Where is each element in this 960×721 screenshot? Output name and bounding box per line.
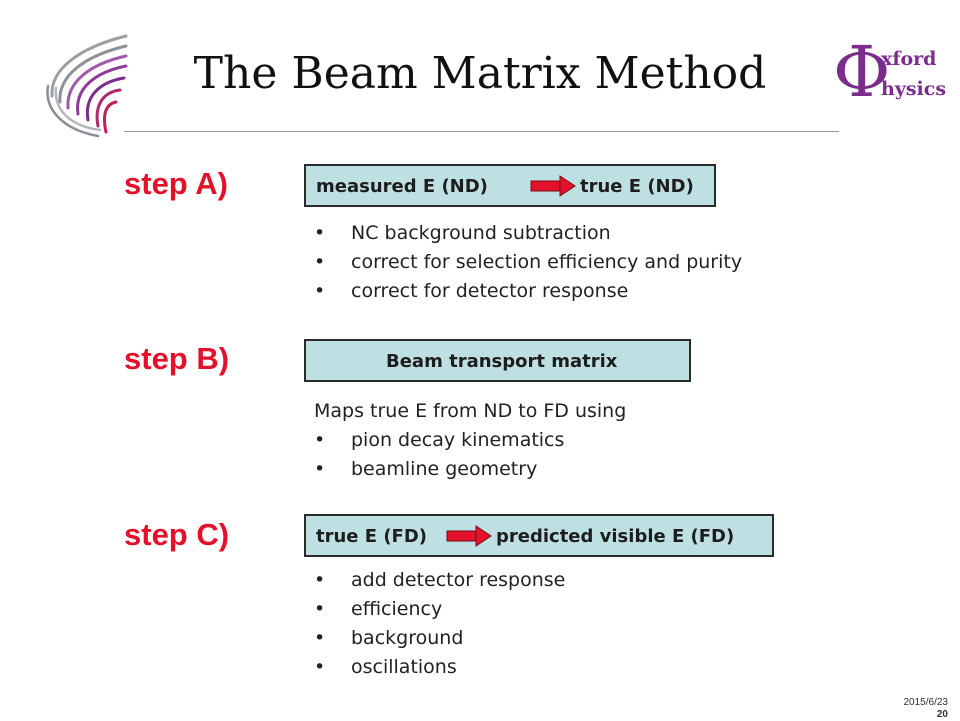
slide-title: The Beam Matrix Method [193,48,767,99]
logo-line-physics: hysics [881,78,947,100]
step-c-box: true E (FD) predicted visible E (FD) [304,514,774,557]
arrow-right-icon [530,175,576,197]
footer-date: 2015/6/23 [903,697,949,708]
step-c-box-right: predicted visible E (FD) [496,526,735,547]
step-b-box: Beam transport matrix [304,339,691,382]
step-c-label: step C) [124,517,230,552]
step-a-bullets: NC background subtraction correct for se… [314,219,874,306]
step-b-label: step B) [124,341,230,376]
slide-footer: 2015/6/23 20 [904,697,949,721]
oxford-physics-logo: Φ xford hysics [833,32,953,120]
list-item: correct for selection efficiency and pur… [314,248,874,277]
phi-symbol: Φ [833,31,891,113]
title-divider [124,131,839,132]
list-item: background [314,624,874,653]
step-a-box-right: true E (ND) [580,176,694,197]
step-a-label: step A) [124,166,228,201]
list-item: add detector response [314,566,874,595]
step-c-bullets: add detector response efficiency backgro… [314,566,874,682]
step-a-box-left: measured E (ND) [316,176,488,197]
list-item: pion decay kinematics [314,426,874,455]
step-a-box: measured E (ND) true E (ND) [304,164,716,207]
arrow-right-icon [446,525,492,547]
swirl-logo-icon [38,30,130,140]
list-item: beamline geometry [314,455,874,484]
list-item: correct for detector response [314,277,874,306]
step-c-box-left: true E (FD) [316,526,428,547]
list-item: efficiency [314,595,874,624]
step-b-intro: Maps true E from ND to FD using [314,400,627,422]
logo-line-oxford: xford [881,48,937,70]
list-item: NC background subtraction [314,219,874,248]
list-item: oscillations [314,653,874,682]
page-number: 20 [936,709,948,720]
step-b-bullets: pion decay kinematics beamline geometry [314,426,874,484]
step-b-box-text: Beam transport matrix [386,351,618,372]
